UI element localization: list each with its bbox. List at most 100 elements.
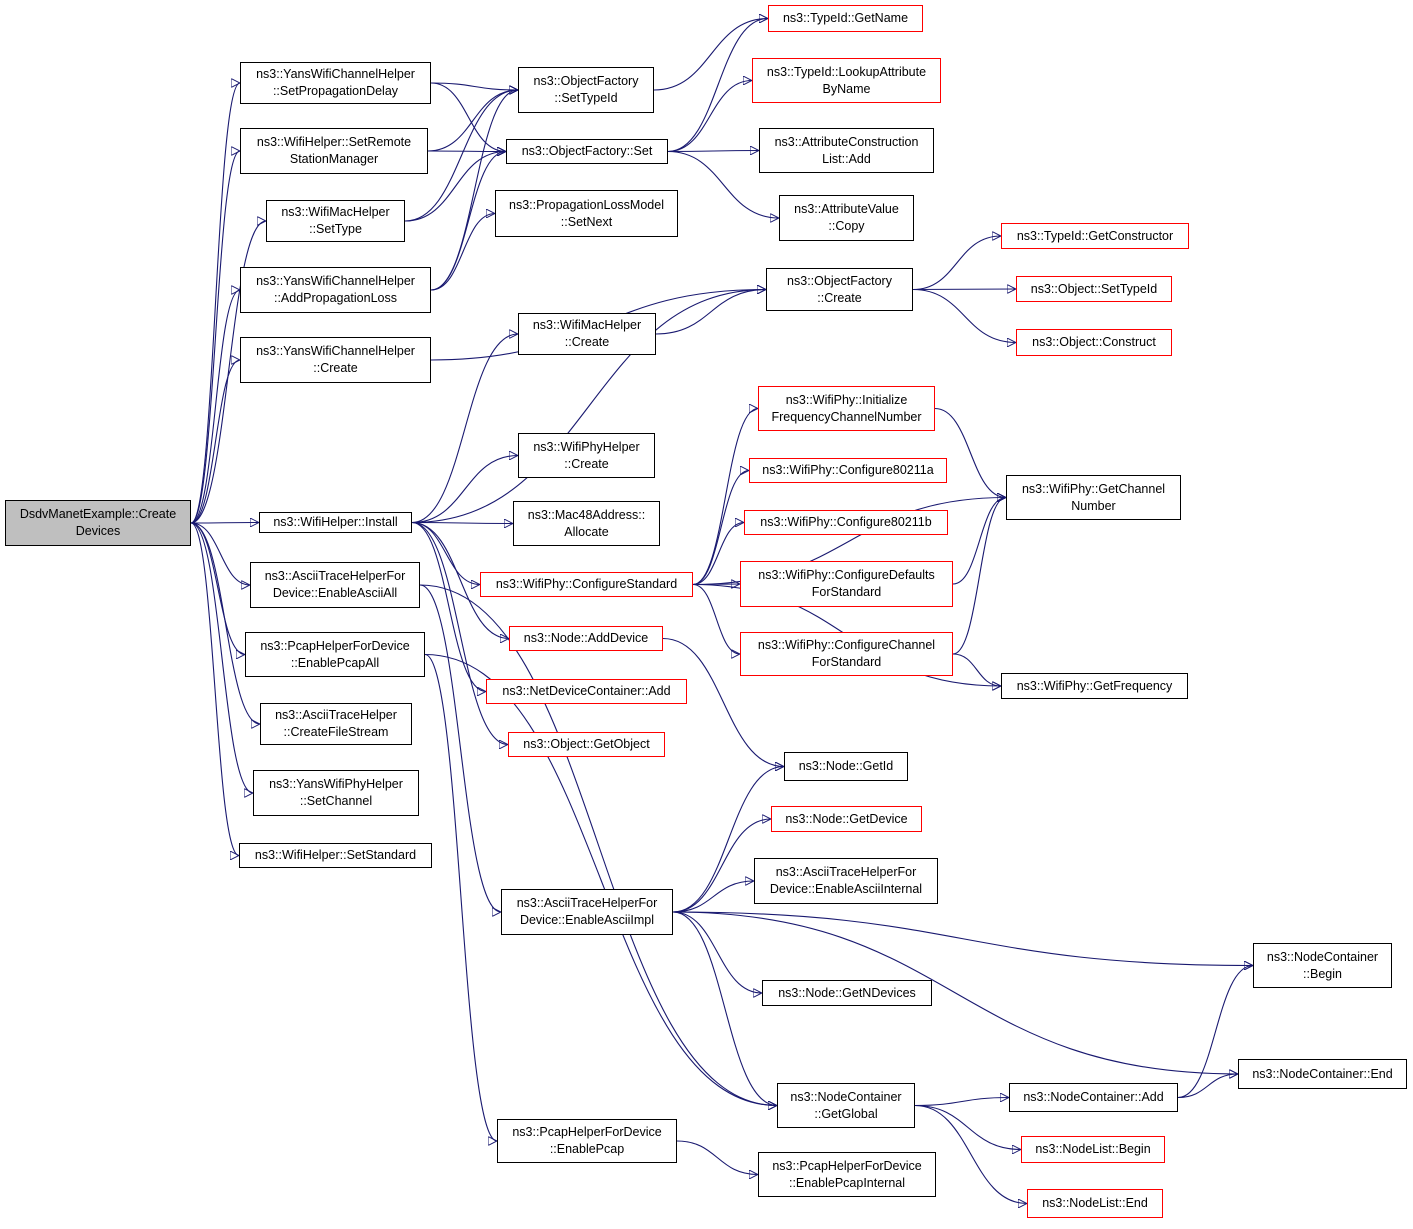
edge-n4-to-n13 xyxy=(430,152,507,291)
edge-n13-to-n26 xyxy=(667,151,759,152)
edge-n28-to-n40 xyxy=(912,236,1001,291)
function-node-asciitracehelperfordevice-enableasciiimpl[interactable]: ns3::AsciiTraceHelperFor Device::EnableA… xyxy=(501,889,673,935)
function-node-wifiphy-configurestandard[interactable]: ns3::WifiPhy::ConfigureStandard xyxy=(480,572,693,597)
edge-n0-to-n6 xyxy=(190,523,259,524)
edge-n1-to-n12 xyxy=(430,82,518,90)
function-node-typeid-lookupattributebyname[interactable]: ns3::TypeId::LookupAttribute ByName xyxy=(752,58,941,103)
edge-n22-to-n38 xyxy=(672,911,777,1106)
edge-n4-to-n14 xyxy=(430,214,496,291)
function-node-asciitracehelperfordevice-enableasciiinternal[interactable]: ns3::AsciiTraceHelperFor Device::EnableA… xyxy=(754,858,938,904)
edge-n22-to-n46 xyxy=(672,911,1253,966)
function-node-yanswifichannelhelper-setpropagationdelay[interactable]: ns3::YansWifiChannelHelper ::SetPropagat… xyxy=(240,62,431,104)
function-node-propagationlossmodel-setnext[interactable]: ns3::PropagationLossModel ::SetNext xyxy=(495,190,678,237)
function-node-attributeconstructionlist-add[interactable]: ns3::AttributeConstruction List::Add xyxy=(759,128,934,173)
function-node-nodelist-begin[interactable]: ns3::NodeList::Begin xyxy=(1021,1136,1165,1163)
edge-n33-to-n43 xyxy=(952,498,1007,655)
edge-n18-to-n29 xyxy=(692,409,759,586)
edge-n8-to-n23 xyxy=(424,653,498,1142)
function-node-netdevicecontainer-add[interactable]: ns3::NetDeviceContainer::Add xyxy=(486,679,687,704)
function-node-nodecontainer-begin[interactable]: ns3::NodeContainer ::Begin xyxy=(1253,943,1392,988)
edge-n38-to-n45 xyxy=(914,1098,1009,1107)
function-node-pcaphelperfordevice-enablepcapinternal[interactable]: ns3::PcapHelperForDevice ::EnablePcapInt… xyxy=(758,1152,936,1197)
function-node-wifiphy-configuredefaultsforstandard[interactable]: ns3::WifiPhy::ConfigureDefaults ForStand… xyxy=(740,561,953,607)
edge-n7-to-n22 xyxy=(419,584,502,912)
function-node-yanswifichannelhelper-addpropagationloss[interactable]: ns3::YansWifiChannelHelper ::AddPropagat… xyxy=(240,267,431,313)
function-node-typeid-getconstructor[interactable]: ns3::TypeId::GetConstructor xyxy=(1001,223,1189,249)
function-node-wifiphy-getchannelnumber[interactable]: ns3::WifiPhy::GetChannel Number xyxy=(1006,475,1181,520)
function-node-typeid-getname[interactable]: ns3::TypeId::GetName xyxy=(768,5,923,32)
function-node-wifiphy-configure80211a[interactable]: ns3::WifiPhy::Configure80211a xyxy=(749,458,947,483)
function-node-wifiphy-configure80211b[interactable]: ns3::WifiPhy::Configure80211b xyxy=(744,510,948,535)
function-node-wifihelper-setstandard[interactable]: ns3::WifiHelper::SetStandard xyxy=(239,843,432,868)
edge-n6-to-n17 xyxy=(411,523,513,524)
edge-n2-to-n12 xyxy=(427,90,518,152)
function-node-wifiphy-configurechannelforstandard[interactable]: ns3::WifiPhy::ConfigureChannel ForStanda… xyxy=(740,632,953,676)
function-node-wifiphy-getfrequency[interactable]: ns3::WifiPhy::GetFrequency xyxy=(1001,673,1188,699)
function-node-nodecontainer-add[interactable]: ns3::NodeContainer::Add xyxy=(1009,1083,1178,1112)
function-node-wifiphyhelper-create[interactable]: ns3::WifiPhyHelper ::Create xyxy=(518,433,655,478)
function-node-yanswifiphyhelper-setchannel[interactable]: ns3::YansWifiPhyHelper ::SetChannel xyxy=(253,770,419,816)
edge-n0-to-n1 xyxy=(190,83,241,524)
function-node-objectfactory-create[interactable]: ns3::ObjectFactory ::Create xyxy=(766,268,913,311)
edge-n18-to-n30 xyxy=(692,471,750,586)
function-node-asciitracehelperfordevice-enableasciiall[interactable]: ns3::AsciiTraceHelperFor Device::EnableA… xyxy=(250,562,420,608)
edge-n28-to-n42 xyxy=(912,288,1016,343)
edge-n33-to-n44 xyxy=(952,653,1002,686)
function-node-wifimachelper-create[interactable]: ns3::WifiMacHelper ::Create xyxy=(518,313,656,355)
function-node-object-settypeid[interactable]: ns3::Object::SetTypeId xyxy=(1016,276,1172,302)
edge-n29-to-n43 xyxy=(934,407,1006,498)
edge-n28-to-n41 xyxy=(912,289,1016,290)
edge-n12-to-n24 xyxy=(653,19,768,91)
edge-n23-to-n39 xyxy=(676,1140,758,1175)
edge-n6-to-n16 xyxy=(411,456,518,524)
function-node-node-getdevice[interactable]: ns3::Node::GetDevice xyxy=(771,806,922,832)
root-node-dsdvmanetexample-createdevices: DsdvManetExample::Create Devices xyxy=(5,500,191,546)
edge-n0-to-n4 xyxy=(190,290,241,524)
function-node-pcaphelperfordevice-enablepcapall[interactable]: ns3::PcapHelperForDevice ::EnablePcapAll xyxy=(245,632,425,677)
edge-n0-to-n2 xyxy=(190,151,241,524)
function-node-nodecontainer-end[interactable]: ns3::NodeContainer::End xyxy=(1238,1059,1407,1089)
edge-n22-to-n36 xyxy=(672,881,754,913)
edge-n18-to-n31 xyxy=(692,523,745,586)
edge-n45-to-n47 xyxy=(1177,1074,1238,1099)
edge-n13-to-n27 xyxy=(667,150,779,219)
function-node-node-adddevice[interactable]: ns3::Node::AddDevice xyxy=(509,626,663,651)
edge-n0-to-n8 xyxy=(190,522,246,655)
function-node-pcaphelperfordevice-enablepcap[interactable]: ns3::PcapHelperForDevice ::EnablePcap xyxy=(497,1119,677,1163)
edge-n45-to-n46 xyxy=(1177,966,1254,1099)
function-node-object-getobject[interactable]: ns3::Object::GetObject xyxy=(508,732,665,757)
edge-n13-to-n24 xyxy=(667,19,768,153)
edge-n0-to-n11 xyxy=(190,522,240,856)
function-node-objectfactory-settypeid[interactable]: ns3::ObjectFactory ::SetTypeId xyxy=(518,67,654,113)
edge-n6-to-n28 xyxy=(411,290,766,524)
edge-n13-to-n25 xyxy=(667,81,752,153)
function-node-objectfactory-set[interactable]: ns3::ObjectFactory::Set xyxy=(506,139,668,164)
function-node-node-getndevices[interactable]: ns3::Node::GetNDevices xyxy=(762,980,932,1006)
edge-n6-to-n19 xyxy=(411,521,509,639)
edge-n32-to-n43 xyxy=(952,498,1007,585)
function-node-asciitracehelper-createfilestream[interactable]: ns3::AsciiTraceHelper ::CreateFileStream xyxy=(260,703,412,745)
edge-n22-to-n37 xyxy=(672,911,762,993)
function-node-attributevalue-copy[interactable]: ns3::AttributeValue ::Copy xyxy=(779,195,914,241)
edge-n38-to-n49 xyxy=(914,1104,1027,1204)
function-node-wifihelper-setremotestationmanager[interactable]: ns3::WifiHelper::SetRemote StationManage… xyxy=(240,128,428,174)
function-node-mac48address-allocate[interactable]: ns3::Mac48Address:: Allocate xyxy=(513,501,660,546)
function-node-nodecontainer-getglobal[interactable]: ns3::NodeContainer ::GetGlobal xyxy=(777,1083,915,1128)
function-node-object-construct[interactable]: ns3::Object::Construct xyxy=(1016,329,1172,356)
function-node-nodelist-end[interactable]: ns3::NodeList::End xyxy=(1027,1189,1163,1218)
edge-n0-to-n5 xyxy=(190,360,241,524)
function-node-wifihelper-install[interactable]: ns3::WifiHelper::Install xyxy=(259,512,412,533)
edge-n6-to-n20 xyxy=(411,521,487,692)
edge-n22-to-n47 xyxy=(672,911,1238,1074)
function-node-wifimachelper-settype[interactable]: ns3::WifiMacHelper ::SetType xyxy=(266,200,405,242)
edge-n18-to-n33 xyxy=(692,583,741,655)
function-node-node-getid[interactable]: ns3::Node::GetId xyxy=(784,752,908,781)
edge-n0-to-n10 xyxy=(190,522,254,793)
edge-n22-to-n35 xyxy=(672,819,771,913)
edge-n2-to-n13 xyxy=(427,151,506,152)
edge-n8-to-n38 xyxy=(424,653,777,1106)
function-node-wifiphy-initializefrequencychannelnumber[interactable]: ns3::WifiPhy::Initialize FrequencyChanne… xyxy=(758,386,935,431)
function-node-yanswifichannelhelper-create[interactable]: ns3::YansWifiChannelHelper ::Create xyxy=(240,337,431,383)
